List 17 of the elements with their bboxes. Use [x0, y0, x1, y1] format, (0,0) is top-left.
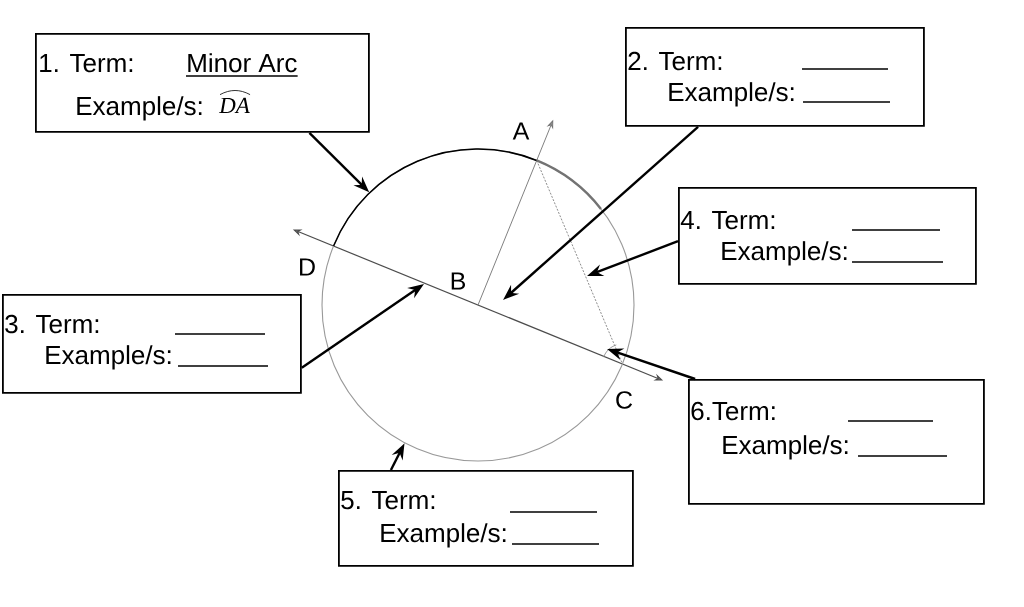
- example-label: Example/s:: [669, 82, 794, 107]
- term-label: 4. Term:: [680, 211, 775, 230]
- example-label: Example/s:: [77, 96, 202, 121]
- point-label: C: [616, 391, 633, 409]
- example-label: Example/s:: [46, 345, 171, 370]
- answer-text: Minor Arc: [188, 53, 297, 73]
- example-label: Example/s:: [722, 241, 847, 266]
- example-answer: DA: [218, 90, 251, 114]
- term-label: 1. Term:: [40, 54, 133, 73]
- term-label: 2. Term:: [628, 51, 722, 71]
- example-label: Example/s:: [723, 435, 848, 460]
- term-label: 3. Term:: [5, 314, 99, 334]
- term-label: 5. Term:: [341, 491, 435, 510]
- point-label: B: [451, 272, 465, 290]
- example-label: Example/s:: [381, 523, 506, 548]
- point-label: D: [300, 258, 315, 276]
- term-label: 6.Term:: [691, 401, 775, 421]
